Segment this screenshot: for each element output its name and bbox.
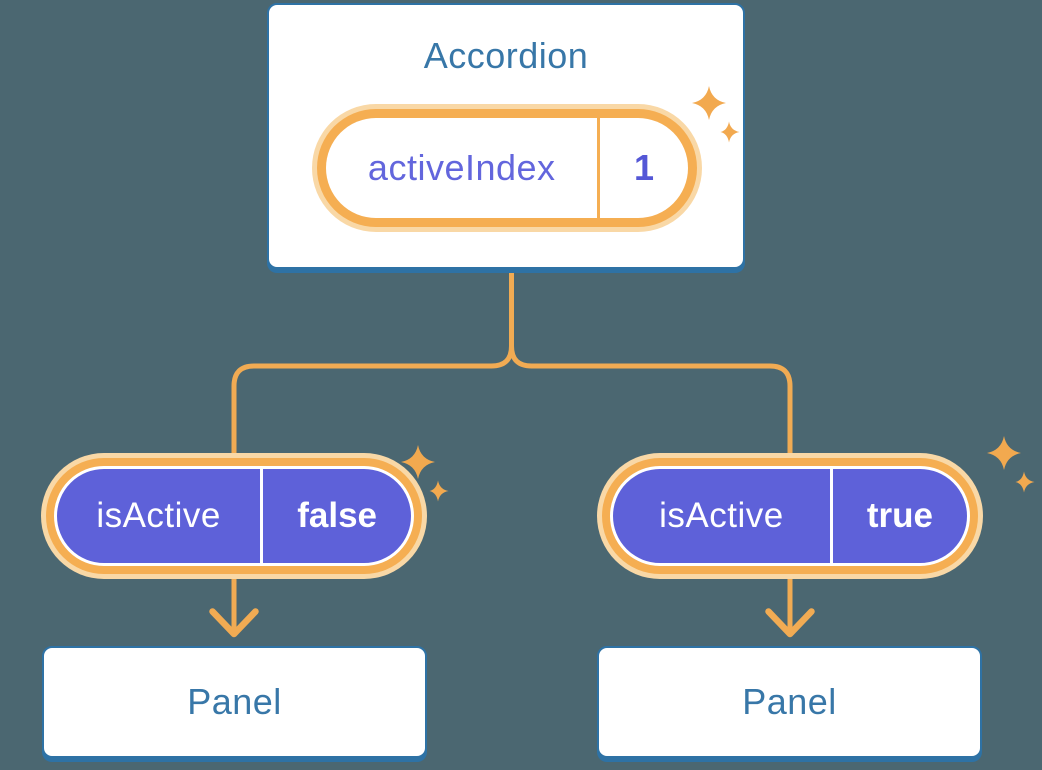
state-pill: activeIndex 1 bbox=[312, 104, 702, 232]
prop-pill-left: isActive false bbox=[41, 453, 427, 579]
panel-card-left: Panel bbox=[42, 646, 427, 758]
prop-pill-right-body: isActive true bbox=[610, 466, 970, 566]
prop-value: true bbox=[866, 496, 933, 535]
state-name-label: activeIndex bbox=[367, 147, 556, 188]
prop-name-label: isActive bbox=[659, 496, 784, 535]
arrowhead-right-icon bbox=[765, 608, 815, 638]
sparkle-icon bbox=[987, 436, 1035, 493]
prop-name-label: isActive bbox=[96, 496, 221, 535]
prop-pill-right-ring: isActive true bbox=[602, 458, 978, 574]
state-pill-ring: activeIndex 1 bbox=[317, 109, 697, 227]
panel-title: Panel bbox=[187, 681, 282, 722]
state-value: 1 bbox=[633, 147, 654, 188]
state-pill-body: activeIndex 1 bbox=[326, 118, 688, 218]
prop-pill-divider bbox=[829, 469, 833, 563]
arrowhead-left-icon bbox=[209, 608, 259, 638]
panel-title: Panel bbox=[742, 681, 837, 722]
prop-pill-left-ring: isActive false bbox=[46, 458, 422, 574]
prop-value: false bbox=[297, 496, 377, 535]
state-pill-divider bbox=[597, 118, 600, 218]
prop-pill-left-body: isActive false bbox=[54, 466, 414, 566]
accordion-title: Accordion bbox=[423, 35, 589, 76]
panel-card-right: Panel bbox=[597, 646, 982, 758]
prop-pill-right: isActive true bbox=[597, 453, 983, 579]
